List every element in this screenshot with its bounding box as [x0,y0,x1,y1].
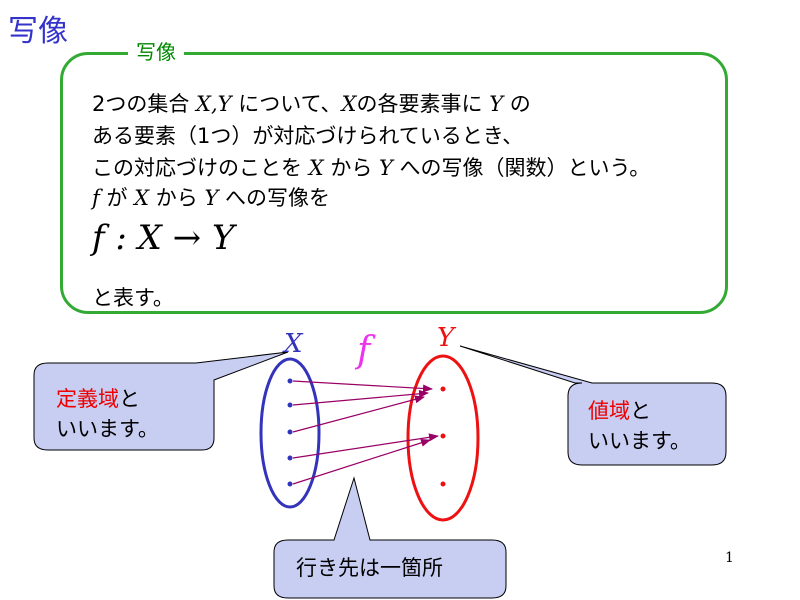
domain-set-ellipse [259,357,321,509]
domain-point [287,481,293,487]
text: いいます。 [56,417,159,441]
text: から [149,186,205,210]
domain-point [287,429,293,435]
definition-box-label: 写像 [128,36,184,65]
callout-target-text: 行き先は一箇所 [296,556,443,580]
text: について、 [231,92,342,116]
codomain-point [440,433,446,439]
callout-codomain-shape [459,345,727,466]
mapping-arrow [292,395,425,433]
mapping-formula: f : X → Y [92,218,235,258]
math: Y [489,92,504,116]
callout-target-shape [273,476,507,599]
codomain-term: 値域 [588,399,630,423]
mapping-arrow [292,438,431,485]
codomain-set-ellipse [406,354,480,522]
text: この対応づけのことを [92,156,309,180]
text: と [119,387,140,411]
mapping-arrow [292,433,439,459]
mapping-arrow [292,380,433,393]
callout-codomain-text: 値域と いいます。 [588,396,691,456]
callout-domain-shape [33,351,289,451]
definition-line-4: f が X から Y への写像を [92,182,330,212]
definition-line-1: 2つの集合 X,Y について、Xの各要素事に Y の [92,88,531,118]
domain-term: 定義域 [56,387,119,411]
definition-line-3: この対応づけのことを X から Y への写像（関数）という。 [92,152,650,182]
text: と [630,399,651,423]
text: の [503,92,531,116]
codomain-point [440,481,446,487]
text: への写像を [218,186,331,210]
text: の各要素事に [356,92,490,116]
math: X [134,186,150,210]
text: への写像（関数）という。 [392,156,651,180]
text: 2つの集合 [92,92,197,116]
domain-point [287,455,293,461]
set-x-label: X [282,329,304,359]
domain-point [287,378,293,384]
definition-line-2: ある要素（1つ）が対応づけられているとき、 [92,124,524,148]
set-y-label: Y [437,323,457,353]
text: から [323,156,379,180]
definition-line-6: と表す。 [92,286,174,310]
domain-point [287,402,293,408]
math: X [341,92,357,116]
page-title: 写像 [8,14,68,49]
callout-domain-text: 定義域と いいます。 [56,384,159,444]
definition-box [60,52,728,314]
math: X,Y [196,92,232,116]
text: いいます。 [588,429,691,453]
map-f-label: f [354,330,376,371]
mapping-arrow [292,389,429,406]
codomain-point [440,386,446,392]
math: Y [204,186,219,210]
math: Y [379,156,393,180]
math: f [92,186,100,210]
text: が [99,186,135,210]
page-number: 1 [725,550,734,566]
math: X [308,156,324,180]
